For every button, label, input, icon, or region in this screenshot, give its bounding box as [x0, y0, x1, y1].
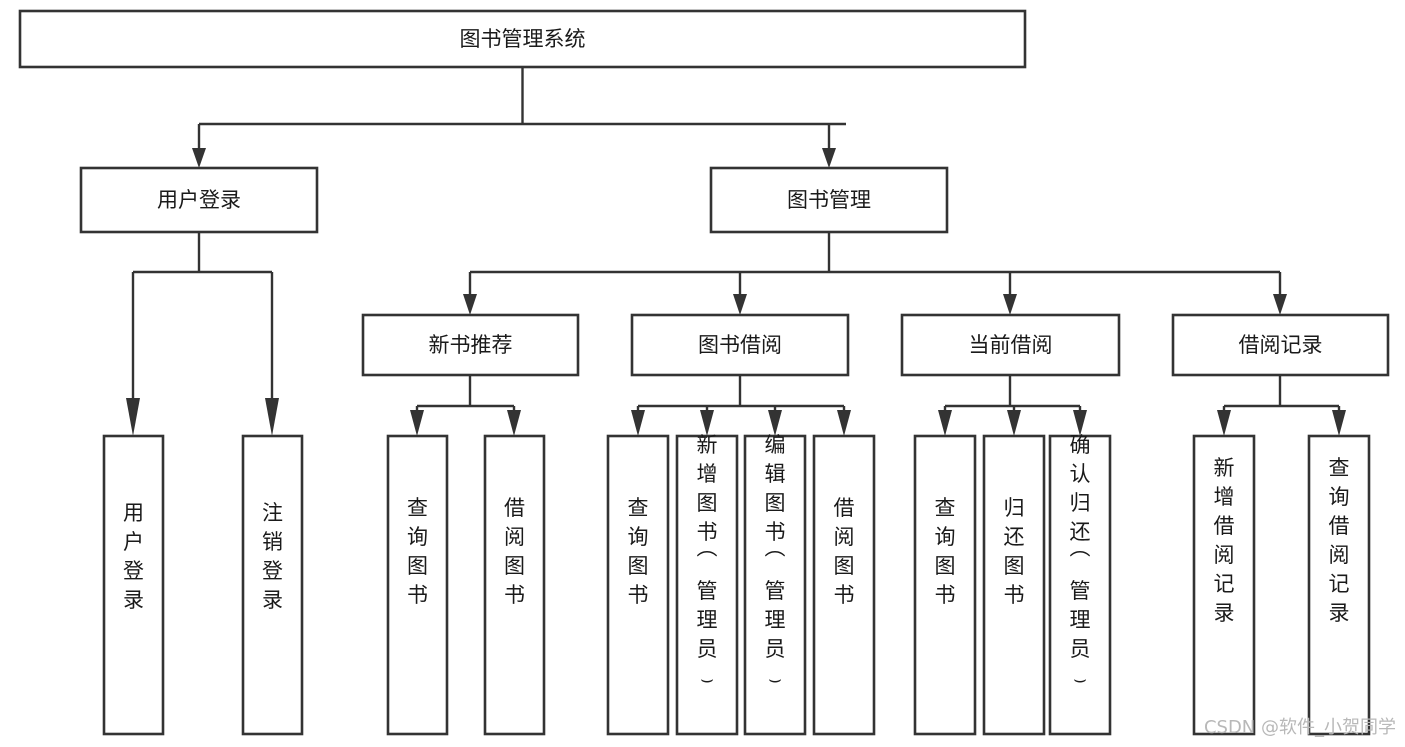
arrow-head-l3-2 [1003, 294, 1017, 315]
arrow-head-current-leaf-1 [1007, 410, 1021, 436]
node-leaf-borrow-record-0-box[interactable] [1192, 434, 1256, 736]
node-leaf-user-login-0-label: 用户登录 [123, 501, 144, 612]
node-new-book-recommend[interactable]: 新书推荐 [361, 313, 580, 377]
node-leaf-book-borrow-3-box[interactable] [812, 434, 876, 736]
node-book-borrow[interactable]: 图书借阅 [630, 313, 850, 377]
node-leaf-current-borrow-2-box[interactable] [1048, 434, 1112, 736]
node-leaf-new-book-1-label: 借阅图书 [504, 496, 525, 607]
arrow-head-newbook-leaf-0 [410, 410, 424, 436]
node-leaf-current-borrow-0-box[interactable] [913, 434, 977, 736]
node-leaf-current-borrow-1[interactable]: 归还图书 [982, 434, 1046, 736]
node-leaf-new-book-0-box[interactable] [386, 434, 449, 736]
arrow-head-newbook-leaf-1 [507, 410, 521, 436]
node-leaf-book-borrow-0[interactable]: 查询图书 [606, 434, 670, 736]
node-book-manage[interactable]: 图书管理 [709, 166, 949, 234]
arrow-head-l3-0 [463, 294, 477, 315]
node-leaf-user-login-0[interactable]: 用户登录 [102, 434, 165, 736]
arrow-head-current-leaf-0 [938, 410, 952, 436]
arrow-head-borrow-leaf-2 [768, 410, 782, 436]
node-leaf-user-login-1-box[interactable] [241, 434, 304, 736]
node-leaf-user-login-1[interactable]: 注销登录 [241, 434, 304, 736]
node-borrow-record-label: 借阅记录 [1239, 333, 1323, 357]
node-new-book-recommend-box[interactable] [361, 313, 580, 377]
node-leaf-book-borrow-2-label: 编辑图书⌒管理员⌣ [765, 433, 786, 691]
arrow-head-l3-1 [733, 294, 747, 315]
node-borrow-record-box[interactable] [1171, 313, 1390, 377]
node-leaf-book-borrow-2[interactable]: 编辑图书⌒管理员⌣ [743, 433, 807, 736]
node-leaf-book-borrow-2-box[interactable] [743, 434, 807, 736]
node-user-login[interactable]: 用户登录 [79, 166, 319, 234]
node-leaf-current-borrow-0[interactable]: 查询图书 [913, 434, 977, 736]
arrow-head-borrow-leaf-3 [837, 410, 851, 436]
arrow-head-book-manage [822, 148, 836, 168]
node-user-login-label: 用户登录 [157, 188, 241, 212]
connector-layer [126, 67, 1346, 436]
arrow-head-current-leaf-2 [1073, 410, 1087, 436]
node-borrow-record[interactable]: 借阅记录 [1171, 313, 1390, 377]
node-leaf-new-book-0[interactable]: 查询图书 [386, 434, 449, 736]
node-leaf-book-borrow-1-label: 新增图书⌒管理员⌣ [697, 433, 718, 691]
node-leaf-current-borrow-1-label: 归还图书 [1004, 496, 1025, 607]
node-leaf-user-login-1-label: 注销登录 [262, 501, 283, 612]
arrow-head-user-leaf-1 [265, 398, 279, 436]
node-root-box[interactable] [18, 9, 1027, 69]
arrow-head-borrow-leaf-0 [631, 410, 645, 436]
node-leaf-current-borrow-0-label: 查询图书 [935, 496, 956, 607]
arrow-head-user-leaf-0 [126, 398, 140, 436]
arrow-head-borrow-leaf-1 [700, 410, 714, 436]
node-leaf-new-book-0-label: 查询图书 [407, 496, 428, 607]
arrow-head-user-login [192, 148, 206, 168]
node-book-borrow-label: 图书借阅 [698, 333, 782, 357]
node-book-manage-box[interactable] [709, 166, 949, 234]
node-root-label: 图书管理系统 [460, 27, 586, 51]
node-current-borrow[interactable]: 当前借阅 [900, 313, 1121, 377]
node-new-book-recommend-label: 新书推荐 [429, 333, 513, 357]
node-current-borrow-box[interactable] [900, 313, 1121, 377]
node-leaf-book-borrow-1-box[interactable] [675, 434, 739, 736]
arrow-head-record-leaf-0 [1217, 410, 1231, 436]
node-current-borrow-label: 当前借阅 [969, 333, 1053, 357]
node-leaf-borrow-record-1-label: 查询借阅记录 [1329, 456, 1350, 625]
node-leaf-current-borrow-1-box[interactable] [982, 434, 1046, 736]
node-leaf-book-borrow-3[interactable]: 借阅图书 [812, 434, 876, 736]
node-user-login-box[interactable] [79, 166, 319, 234]
node-leaf-current-borrow-2-label: 确认归还⌒管理员⌣ [1070, 433, 1091, 691]
node-book-borrow-box[interactable] [630, 313, 850, 377]
node-book-manage-label: 图书管理 [787, 188, 871, 212]
node-leaf-borrow-record-0-label: 新增借阅记录 [1214, 456, 1235, 625]
node-leaf-user-login-0-box[interactable] [102, 434, 165, 736]
node-leaf-current-borrow-2[interactable]: 确认归还⌒管理员⌣ [1048, 433, 1112, 736]
node-leaf-book-borrow-1[interactable]: 新增图书⌒管理员⌣ [675, 433, 739, 736]
node-leaf-borrow-record-1[interactable]: 查询借阅记录 [1307, 434, 1371, 736]
node-root[interactable]: 图书管理系统 [18, 9, 1027, 69]
arrow-head-record-leaf-1 [1332, 410, 1346, 436]
node-leaf-book-borrow-3-label: 借阅图书 [834, 496, 855, 607]
csdn-watermark: CSDN @软件_小贺同学 [1204, 717, 1396, 738]
arrow-head-l3-3 [1273, 294, 1287, 315]
node-leaf-new-book-1[interactable]: 借阅图书 [483, 434, 546, 736]
node-leaf-new-book-1-box[interactable] [483, 434, 546, 736]
node-leaf-borrow-record-0[interactable]: 新增借阅记录 [1192, 434, 1256, 736]
node-leaf-borrow-record-1-box[interactable] [1307, 434, 1371, 736]
node-leaf-book-borrow-0-box[interactable] [606, 434, 670, 736]
node-leaf-book-borrow-0-label: 查询图书 [628, 496, 649, 607]
